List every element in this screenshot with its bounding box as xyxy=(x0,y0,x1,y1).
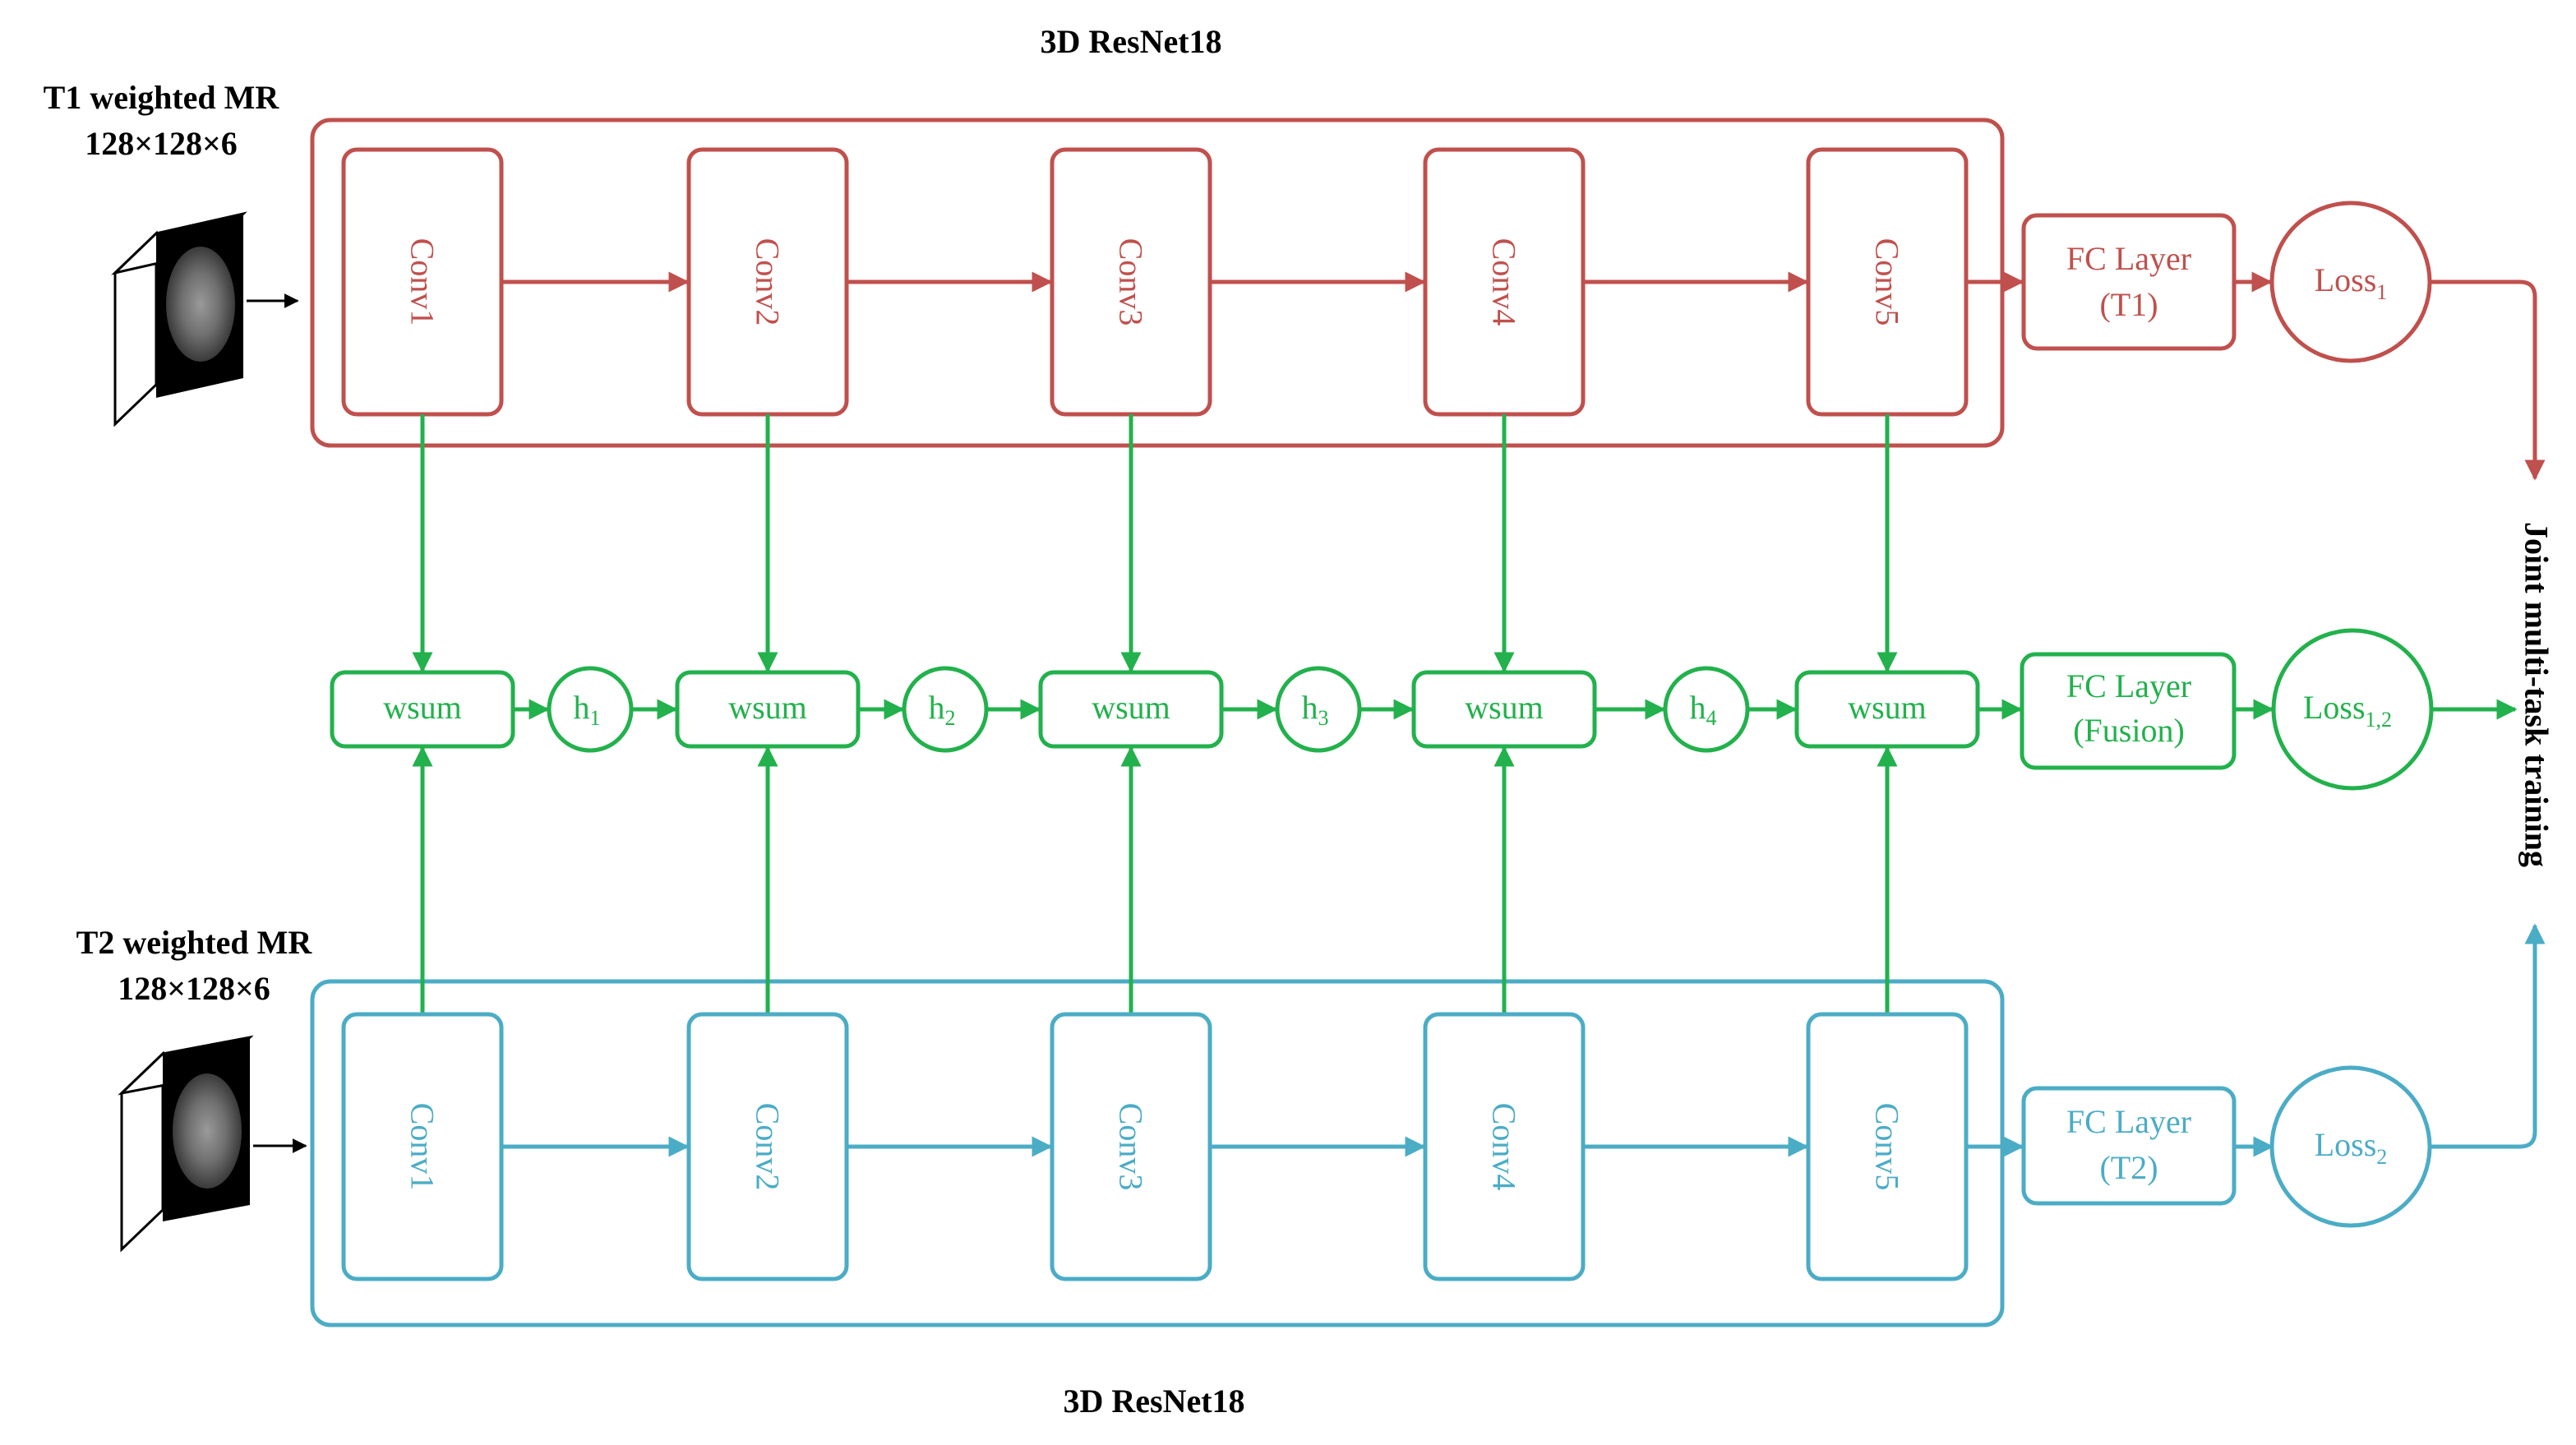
h-node-1-label: h xyxy=(574,689,590,726)
t1-fc-layer: FC Layer (T1) xyxy=(2021,213,2237,351)
h-node-2: h2 xyxy=(902,666,989,753)
svg-text:Loss1: Loss1 xyxy=(2315,261,2388,304)
t2-conv2-label: Conv2 xyxy=(750,1103,787,1191)
h-node-4: h4 xyxy=(1663,666,1750,753)
fusion-loss-subscript: 1,2 xyxy=(2366,708,2393,732)
h-node-3-label: h xyxy=(1302,689,1318,726)
t1-conv2-block: Conv2 xyxy=(686,147,849,417)
h-node-1-subscript: 1 xyxy=(590,706,601,730)
t2-conv4-label: Conv4 xyxy=(1486,1103,1523,1191)
wsum-block-3: wsum xyxy=(1038,670,1224,749)
svg-text:h3: h3 xyxy=(1302,689,1329,730)
svg-text:h2: h2 xyxy=(929,689,956,730)
t1-conv3-label: Conv3 xyxy=(1113,238,1150,326)
wsum-label-2: wsum xyxy=(728,689,807,726)
h-node-1: h1 xyxy=(547,666,634,753)
t1-mr-volume-image xyxy=(111,211,247,427)
fusion-fc-label-line1: FC Layer xyxy=(2066,667,2191,704)
t1-loss-subscript: 1 xyxy=(2376,280,2387,304)
wsum-block-2: wsum xyxy=(675,670,861,749)
t2-input-size: 128×128×6 xyxy=(118,970,270,1007)
wsum-block-1: wsum xyxy=(330,670,515,749)
t1-conv5-block: Conv5 xyxy=(1806,147,1969,417)
t2-input-title: T2 weighted MR xyxy=(76,924,313,961)
t2-to-wsum-arrows xyxy=(412,746,1898,1014)
fusion-loss-node: Loss1,2 xyxy=(2271,628,2434,791)
t2-loss-to-joint-arrow xyxy=(2430,923,2546,1149)
t2-conv2-block: Conv2 xyxy=(686,1012,849,1281)
h-node-3: h3 xyxy=(1275,666,1362,753)
h-node-4-label: h xyxy=(1690,689,1706,726)
t1-conv4-label: Conv4 xyxy=(1486,238,1523,326)
wsum-label-4: wsum xyxy=(1465,689,1544,726)
t2-fc-label-line1: FC Layer xyxy=(2066,1103,2191,1140)
t2-mr-volume-image xyxy=(118,1035,254,1253)
top-network-title: 3D ResNet18 xyxy=(1040,23,1221,60)
h-node-2-subscript: 2 xyxy=(945,706,956,730)
wsum-label-1: wsum xyxy=(383,689,462,726)
t2-conv5-block: Conv5 xyxy=(1806,1012,1969,1281)
t2-conv1-label: Conv1 xyxy=(404,1103,441,1191)
t1-input-title: T1 weighted MR xyxy=(44,79,280,116)
t2-conv1-block: Conv1 xyxy=(341,1012,504,1281)
fusion-fc-label-line2: (Fusion) xyxy=(2073,712,2185,749)
t1-input-size: 128×128×6 xyxy=(85,125,238,162)
t1-conv1-block: Conv1 xyxy=(341,147,504,417)
t1-conv1-label: Conv1 xyxy=(404,238,441,326)
wsum-label-3: wsum xyxy=(1092,689,1170,726)
t2-loss-node: Loss2 xyxy=(2269,1065,2432,1228)
t2-fc-label-line2: (T2) xyxy=(2099,1149,2158,1186)
h-node-4-subscript: 4 xyxy=(1706,706,1717,730)
t1-fc-label-line1: FC Layer xyxy=(2066,240,2191,277)
svg-text:Loss1,2: Loss1,2 xyxy=(2303,689,2392,732)
t1-conv5-label: Conv5 xyxy=(1869,238,1906,326)
t1-loss-label: Loss xyxy=(2315,261,2377,298)
h-node-3-subscript: 3 xyxy=(1318,706,1329,730)
t2-loss-subscript: 2 xyxy=(2376,1145,2387,1169)
t1-to-wsum-arrows xyxy=(412,414,1898,673)
t2-fc-layer: FC Layer (T2) xyxy=(2021,1086,2237,1206)
svg-text:Loss2: Loss2 xyxy=(2315,1126,2388,1169)
t1-fc-label-line2: (T1) xyxy=(2099,286,2158,323)
t1-conv2-label: Conv2 xyxy=(750,238,787,326)
t2-conv4-block: Conv4 xyxy=(1423,1012,1586,1281)
wsum-block-4: wsum xyxy=(1411,670,1597,749)
joint-training-label: Joint multi-task training xyxy=(2518,522,2555,867)
h-node-2-label: h xyxy=(929,689,945,726)
fusion-fc-layer: FC Layer (Fusion) xyxy=(2020,652,2237,770)
svg-text:h4: h4 xyxy=(1690,689,1717,730)
t1-conv4-block: Conv4 xyxy=(1423,147,1586,417)
t2-conv5-label: Conv5 xyxy=(1869,1103,1906,1191)
t2-conv3-label: Conv3 xyxy=(1113,1103,1150,1191)
wsum-block-5: wsum xyxy=(1794,670,1980,749)
t2-resnet-container xyxy=(310,979,2005,1327)
t1-loss-to-joint-arrow xyxy=(2430,279,2546,481)
wsum-label-5: wsum xyxy=(1848,689,1927,726)
t1-loss-node: Loss1 xyxy=(2269,201,2432,363)
t2-loss-label: Loss xyxy=(2315,1126,2377,1163)
svg-text:h1: h1 xyxy=(574,689,601,730)
bottom-network-title: 3D ResNet18 xyxy=(1063,1383,1244,1420)
fusion-loss-label: Loss xyxy=(2303,689,2366,726)
t2-conv3-block: Conv3 xyxy=(1050,1012,1212,1281)
t1-conv3-block: Conv3 xyxy=(1050,147,1212,417)
